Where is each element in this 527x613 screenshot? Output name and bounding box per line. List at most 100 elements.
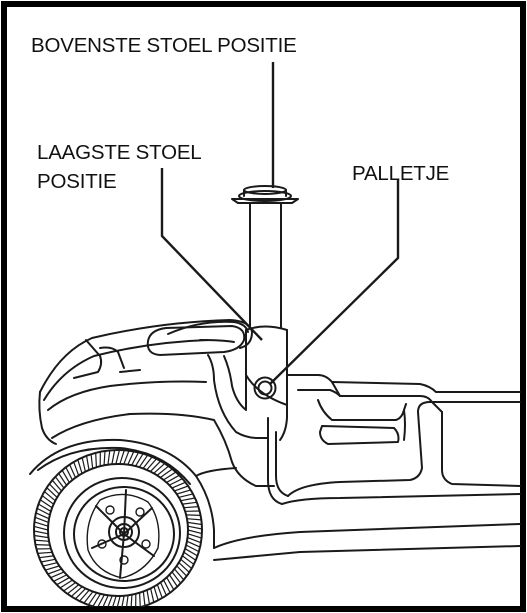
tread-mark [116, 596, 121, 607]
tread-mark [180, 558, 192, 569]
tread-mark [36, 507, 51, 516]
tread-mark [81, 457, 86, 472]
scooter-drawing [29, 62, 521, 607]
tread-mark [176, 565, 188, 577]
tread-mark [37, 551, 53, 554]
tread-mark [35, 512, 50, 520]
tread-mark [90, 454, 94, 469]
tread-mark [163, 580, 171, 593]
tread-mark [77, 459, 83, 474]
tread-mark [92, 593, 101, 607]
tread-mark [50, 571, 65, 579]
label-upper-seat-position: BOVENSTE STOEL POSITIE [31, 34, 297, 57]
tread-mark [166, 577, 175, 591]
tread-mark [127, 451, 135, 465]
tread-mark [131, 452, 139, 466]
tread-mark [125, 595, 129, 607]
tread-mark [58, 473, 67, 486]
tread-mark [153, 586, 159, 601]
tread-mark [34, 516, 49, 523]
tread-mark [47, 568, 62, 575]
tread-mark [160, 468, 173, 478]
tread-mark [183, 551, 197, 561]
tread-mark [178, 493, 194, 498]
tread-mark [34, 534, 49, 539]
tread-mark [73, 461, 80, 476]
tread-mark [53, 574, 67, 582]
tread-mark [186, 518, 202, 521]
tread-mark [180, 497, 196, 502]
tread-mark [107, 450, 111, 465]
tread-mark [169, 478, 183, 486]
tread-mark [119, 450, 125, 464]
tread-mark [61, 469, 70, 483]
tread-mark [182, 501, 197, 505]
tread-mark [187, 521, 202, 526]
leader-lines [160, 62, 400, 385]
tread-mark [56, 577, 70, 586]
tread-mark [51, 479, 62, 492]
tread-mark [142, 591, 146, 606]
leader-lever [269, 180, 400, 385]
tread-mark [40, 558, 56, 563]
tread-mark [59, 579, 73, 589]
tread-mark [157, 465, 169, 476]
tread-mark [142, 456, 153, 469]
tread-mark [146, 458, 157, 470]
tread-mark [187, 537, 202, 544]
tread-mark [88, 592, 97, 606]
tread-mark [33, 530, 49, 535]
tread-mark [39, 499, 53, 509]
tread-mark [97, 594, 105, 607]
tread-mark [67, 584, 79, 595]
tread-mark [185, 544, 200, 553]
rear-shroud [29, 319, 259, 549]
tread-mark [54, 476, 65, 489]
tread-mark [46, 487, 58, 498]
tread-mark [38, 503, 52, 512]
tread-mark [48, 483, 60, 495]
tread-mark [83, 591, 94, 604]
tread-mark [150, 460, 161, 472]
leader-lower-position [160, 168, 263, 341]
tread-mark [35, 544, 50, 546]
tread-mark [112, 596, 117, 607]
tread-mark [176, 489, 191, 495]
tread-mark [174, 568, 185, 581]
tread-mark [174, 485, 189, 492]
label-lower-seat-position-line2: POSITIE [37, 170, 116, 193]
tread-mark [139, 454, 148, 468]
tread-mark [65, 467, 73, 480]
tread-mark [33, 525, 49, 531]
tread-mark [130, 595, 133, 607]
tread-mark [171, 481, 186, 489]
tread-mark [111, 450, 116, 464]
tread-mark [69, 464, 76, 478]
tread-mark [79, 590, 90, 602]
tread-mark [135, 453, 144, 467]
tread-mark [86, 455, 90, 470]
tread-mark [45, 565, 60, 571]
seat-post [231, 185, 299, 406]
tread-mark [39, 555, 54, 559]
tread-mark [186, 540, 201, 548]
tread-mark [186, 514, 201, 516]
tread-mark [187, 529, 203, 535]
tread-mark [163, 471, 177, 481]
tread-mark [75, 588, 86, 600]
tread-mark [102, 595, 109, 607]
tread-mark [121, 596, 125, 607]
lever-knob [253, 376, 277, 400]
tread-mark [123, 450, 130, 464]
tread-mark [70, 586, 83, 597]
tread-mark [63, 582, 76, 592]
tread-mark [41, 495, 54, 505]
tread-mark [178, 562, 190, 573]
tread-mark [156, 584, 163, 599]
tread-mark [166, 474, 180, 483]
label-lever: PALLETJE [352, 162, 449, 185]
tread-mark [182, 555, 195, 565]
tread-mark [153, 463, 166, 474]
